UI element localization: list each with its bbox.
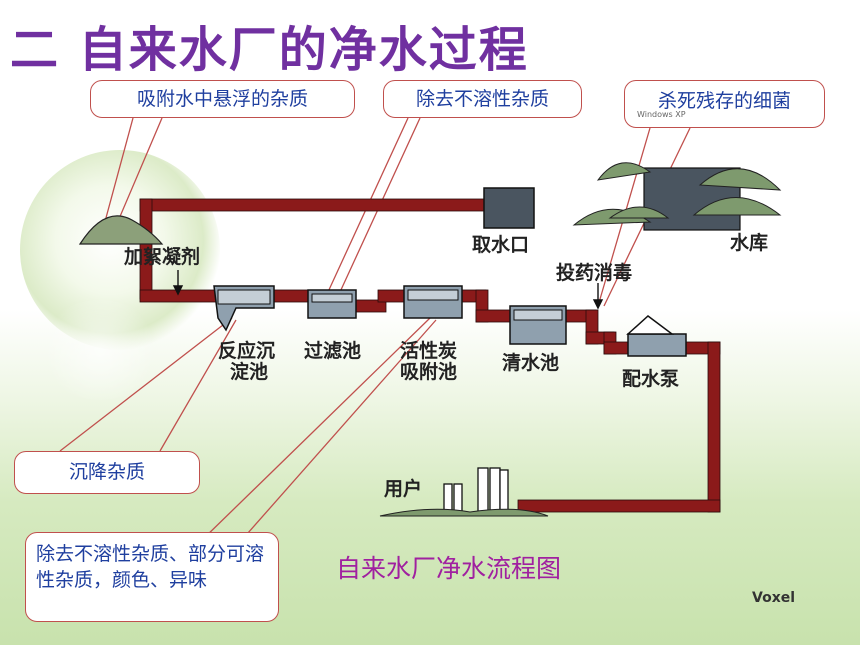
pipe-right-vertical: [707, 341, 721, 513]
label-reservoir: 水库: [730, 232, 769, 254]
label-coagulant: 加絮凝剂: [124, 246, 201, 268]
intake-box: [483, 187, 535, 229]
label-reaction-tank-line1: 反应沉: [218, 340, 276, 362]
callout-activated-carbon: 除去不溶性杂质、部分可溶性杂质，颜色、异味: [25, 532, 279, 622]
user-ground: [379, 508, 549, 517]
callout-pointer-carbon-b: [239, 319, 437, 543]
callout-pointer-carbon-a: [199, 317, 431, 543]
watermark-text: Windows XP: [637, 110, 686, 119]
page-title: 二 自来水厂的净水过程: [10, 22, 529, 78]
pipe-bottom: [517, 499, 721, 513]
label-pump: 配水泵: [622, 368, 680, 390]
label-carbon-tank-line1: 活性炭: [400, 340, 458, 362]
label-clear-tank: 清水池: [502, 352, 560, 374]
pump-housing: [627, 333, 687, 357]
label-carbon-tank-line2: 吸附池: [400, 361, 458, 383]
reservoir-illustration: [572, 162, 782, 231]
coagulant-arrow: [172, 270, 184, 296]
label-intake: 取水口: [472, 234, 530, 256]
intake-pipe-top: [139, 198, 487, 212]
disinfect-arrow: [592, 283, 604, 310]
callout-remove-insoluble: 除去不溶性杂质: [383, 80, 582, 118]
label-filter-tank: 过滤池: [304, 340, 362, 362]
callout-kill-bacteria: 杀死残存的细菌: [624, 80, 825, 128]
callout-adsorb-impurities: 吸附水中悬浮的杂质: [90, 80, 355, 118]
brand-logo: Voxel: [752, 590, 796, 606]
label-users: 用户: [384, 478, 423, 500]
callout-pointer-settle-b: [159, 319, 237, 452]
pump-roof: [626, 315, 675, 335]
user-buildings: [443, 467, 509, 515]
mountain-left: [78, 215, 164, 245]
label-reaction-tank-line2: 淀池: [230, 361, 269, 383]
callout-pointer-settle-a: [59, 317, 233, 452]
callout-settle-impurities: 沉降杂质: [14, 451, 200, 494]
diagram-caption: 自来水厂净水流程图: [336, 554, 562, 583]
background-glow-small: [40, 300, 160, 400]
label-disinfect: 投药消毒: [556, 262, 633, 284]
